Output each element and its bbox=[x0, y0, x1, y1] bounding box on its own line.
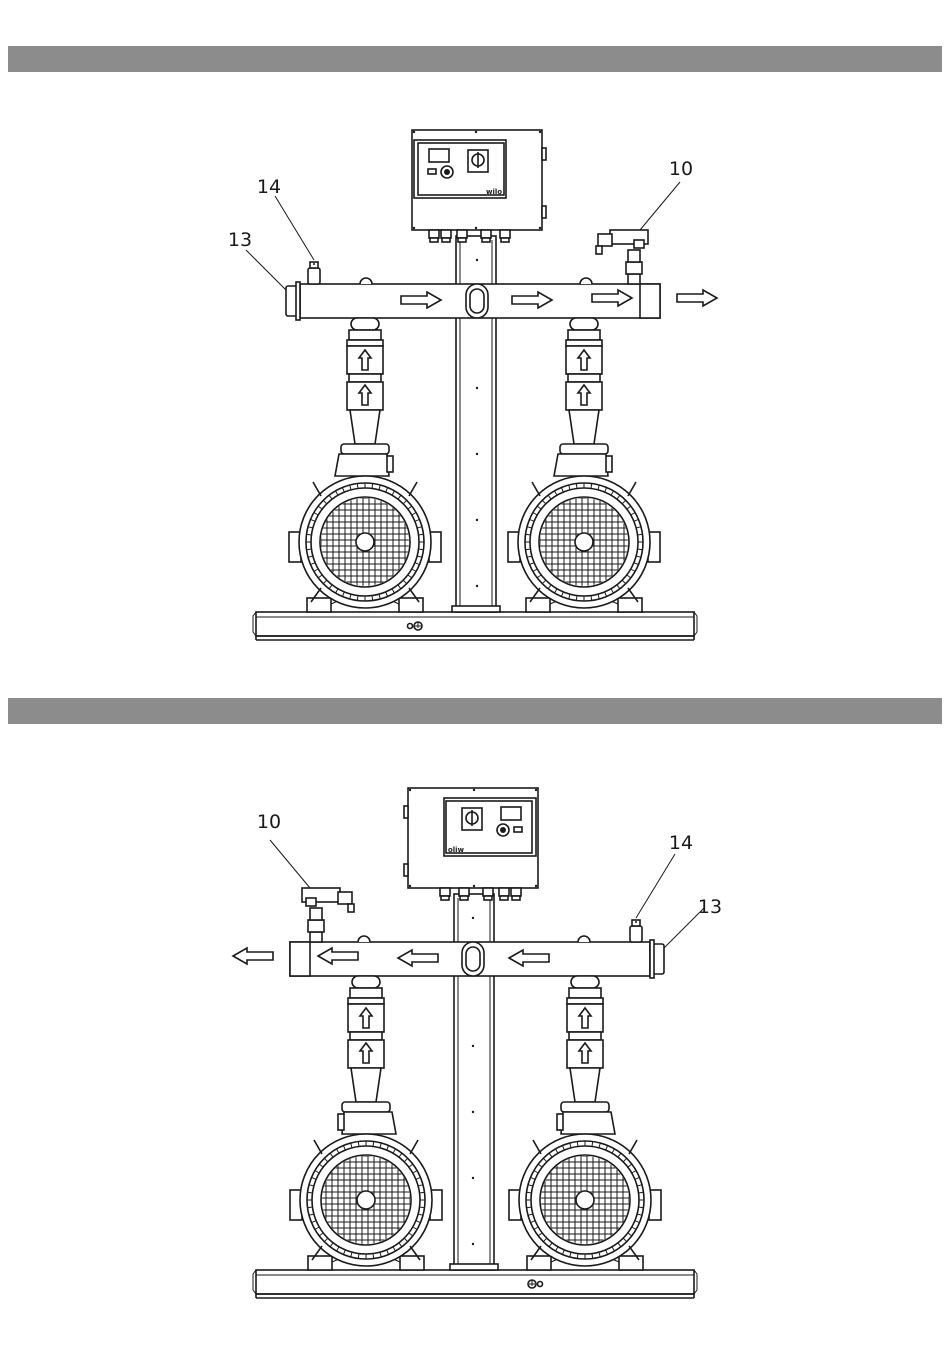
control-knob-icon bbox=[497, 824, 509, 836]
pump-riser bbox=[338, 976, 396, 1134]
air-vent-14 bbox=[308, 262, 320, 284]
callout-13: 13 bbox=[228, 229, 252, 251]
pump-motor bbox=[518, 476, 650, 608]
brand-logo: wilo bbox=[448, 846, 464, 854]
pump-station-drawing: wilo 14 13 10 bbox=[0, 0, 950, 652]
flow-arrow-icon bbox=[233, 948, 273, 964]
fan-grille-icon bbox=[540, 1155, 630, 1245]
control-knob-icon bbox=[441, 166, 453, 178]
base-frame bbox=[253, 1270, 697, 1298]
main-switch-icon bbox=[468, 150, 488, 172]
pump-riser bbox=[554, 318, 612, 476]
pressure-sensor-10 bbox=[596, 230, 648, 284]
pump-station-figure-top: wilo 14 13 10 bbox=[0, 0, 950, 652]
fan-grille-icon bbox=[539, 497, 629, 587]
fan-grille-icon bbox=[320, 497, 410, 587]
fan-grille-icon bbox=[321, 1155, 411, 1245]
callout-10: 10 bbox=[669, 158, 693, 180]
discharge-manifold bbox=[233, 936, 664, 978]
discharge-manifold bbox=[286, 278, 717, 320]
callout-14: 14 bbox=[257, 176, 281, 198]
control-cabinet: wilo bbox=[412, 130, 546, 242]
pump-riser bbox=[335, 318, 393, 476]
main-switch-icon bbox=[462, 808, 482, 830]
pump-station-figure-bottom: wilo 14 13 10 bbox=[0, 658, 950, 1310]
callout-10: 10 bbox=[257, 811, 281, 833]
callout-13: 13 bbox=[698, 896, 722, 918]
pump-left bbox=[509, 976, 661, 1270]
pump-riser bbox=[557, 976, 615, 1134]
pump-right bbox=[508, 318, 660, 612]
earth-symbol-icon bbox=[408, 622, 423, 630]
pump-motor bbox=[299, 476, 431, 608]
pressure-sensor-10 bbox=[302, 888, 354, 942]
control-cabinet: wilo bbox=[404, 788, 538, 900]
callout-14: 14 bbox=[669, 832, 693, 854]
earth-symbol-icon bbox=[528, 1280, 543, 1288]
flow-arrow-icon bbox=[677, 290, 717, 306]
pump-station-drawing: wilo 14 13 10 bbox=[0, 658, 950, 1310]
pump-left bbox=[289, 318, 441, 612]
pump-right bbox=[290, 976, 442, 1270]
air-vent-14 bbox=[630, 920, 642, 942]
base-frame bbox=[253, 612, 697, 640]
pump-motor bbox=[519, 1134, 651, 1266]
pump-motor bbox=[300, 1134, 432, 1266]
brand-logo: wilo bbox=[486, 188, 502, 196]
